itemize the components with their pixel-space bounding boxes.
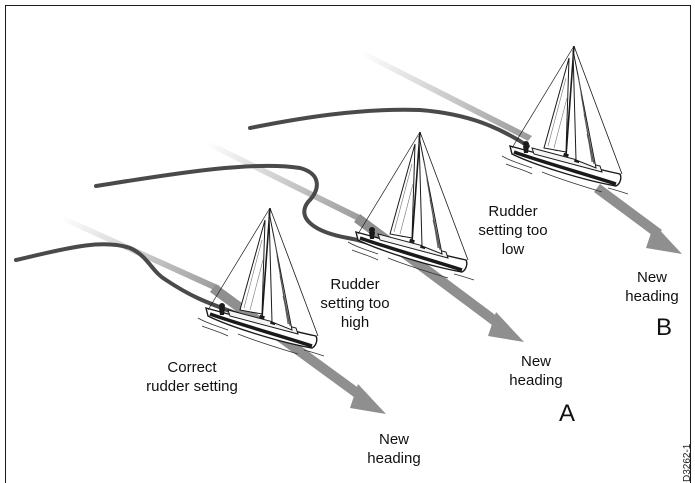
label-letter-a: A	[559, 400, 576, 427]
heading-arrowhead-1	[350, 384, 386, 414]
sailboat-too-high	[346, 130, 476, 282]
heading-arrowhead-b	[646, 224, 682, 254]
label-rudder-too-low: Rudder setting too low	[478, 203, 548, 258]
diagram-frame	[5, 5, 691, 483]
track-correct	[14, 242, 240, 316]
sailboat-too-low	[500, 44, 630, 196]
label-correct-rudder: Correct rudder setting	[146, 359, 238, 395]
document-id: D3262-1	[682, 443, 693, 482]
too-low-course	[248, 51, 682, 254]
too-low-trail	[360, 51, 532, 141]
label-letter-b: B	[656, 314, 673, 341]
label-new-heading-1: New heading	[367, 431, 421, 467]
track-too-high	[94, 163, 382, 248]
too-high-trail	[205, 141, 362, 221]
heading-arrow-b	[594, 184, 662, 238]
track-too-low	[248, 107, 530, 148]
label-rudder-too-high: Rudder setting too high	[320, 276, 390, 331]
heading-arrowhead-a	[488, 312, 524, 342]
label-new-heading-b: New heading	[625, 269, 679, 305]
label-new-heading-a: New heading	[509, 353, 563, 389]
